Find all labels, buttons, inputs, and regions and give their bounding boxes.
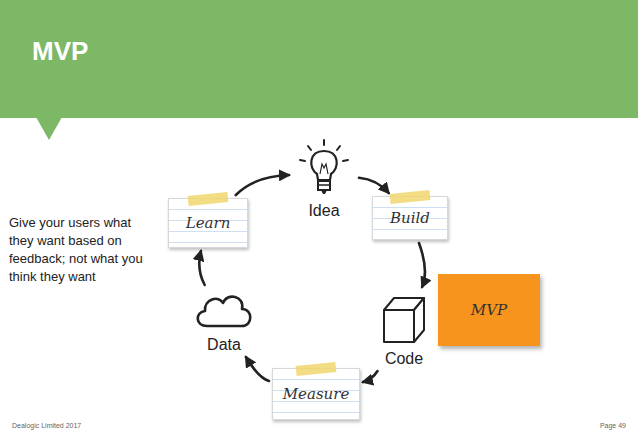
body-text: Give your users what they want based on … (9, 214, 149, 286)
cycle-arrow (419, 243, 425, 287)
cube-icon (376, 292, 432, 346)
node-label: Data (207, 336, 241, 354)
header-band (0, 0, 638, 118)
index-card: Measure (272, 368, 360, 420)
idea-node: Idea (292, 128, 356, 220)
cycle-arrow (236, 175, 289, 195)
footer-text: Dealogic Limited 2017 (12, 422, 81, 429)
sticky-note: MVP (438, 274, 540, 346)
lightbulb-icon (292, 138, 356, 198)
node-label: Measure (283, 385, 350, 403)
cloud-icon (192, 288, 256, 332)
code-node: Code (376, 290, 432, 368)
icon-holder (376, 292, 432, 350)
icon-holder (192, 288, 256, 336)
header-notch (0, 0, 638, 150)
page-number: Page 49 (600, 422, 626, 429)
cycle-arrow (199, 251, 204, 285)
cycle-arrow (246, 357, 269, 381)
data-node: Data (192, 288, 256, 354)
cycle-arrow (359, 178, 389, 193)
index-card: Learn (168, 198, 248, 248)
cycle-arrow (363, 371, 378, 382)
node-label: MVP (471, 301, 507, 319)
tape-strip (296, 362, 337, 376)
tape-strip (188, 192, 229, 206)
node-label: Idea (308, 202, 339, 220)
node-label: Build (390, 209, 430, 227)
slide-title: MVP (32, 36, 88, 67)
tape-strip (390, 190, 431, 204)
index-card: Build (372, 196, 448, 240)
node-label: Code (385, 350, 423, 368)
node-label: Learn (186, 214, 231, 232)
notch-triangle (36, 117, 62, 140)
icon-holder (292, 138, 356, 202)
